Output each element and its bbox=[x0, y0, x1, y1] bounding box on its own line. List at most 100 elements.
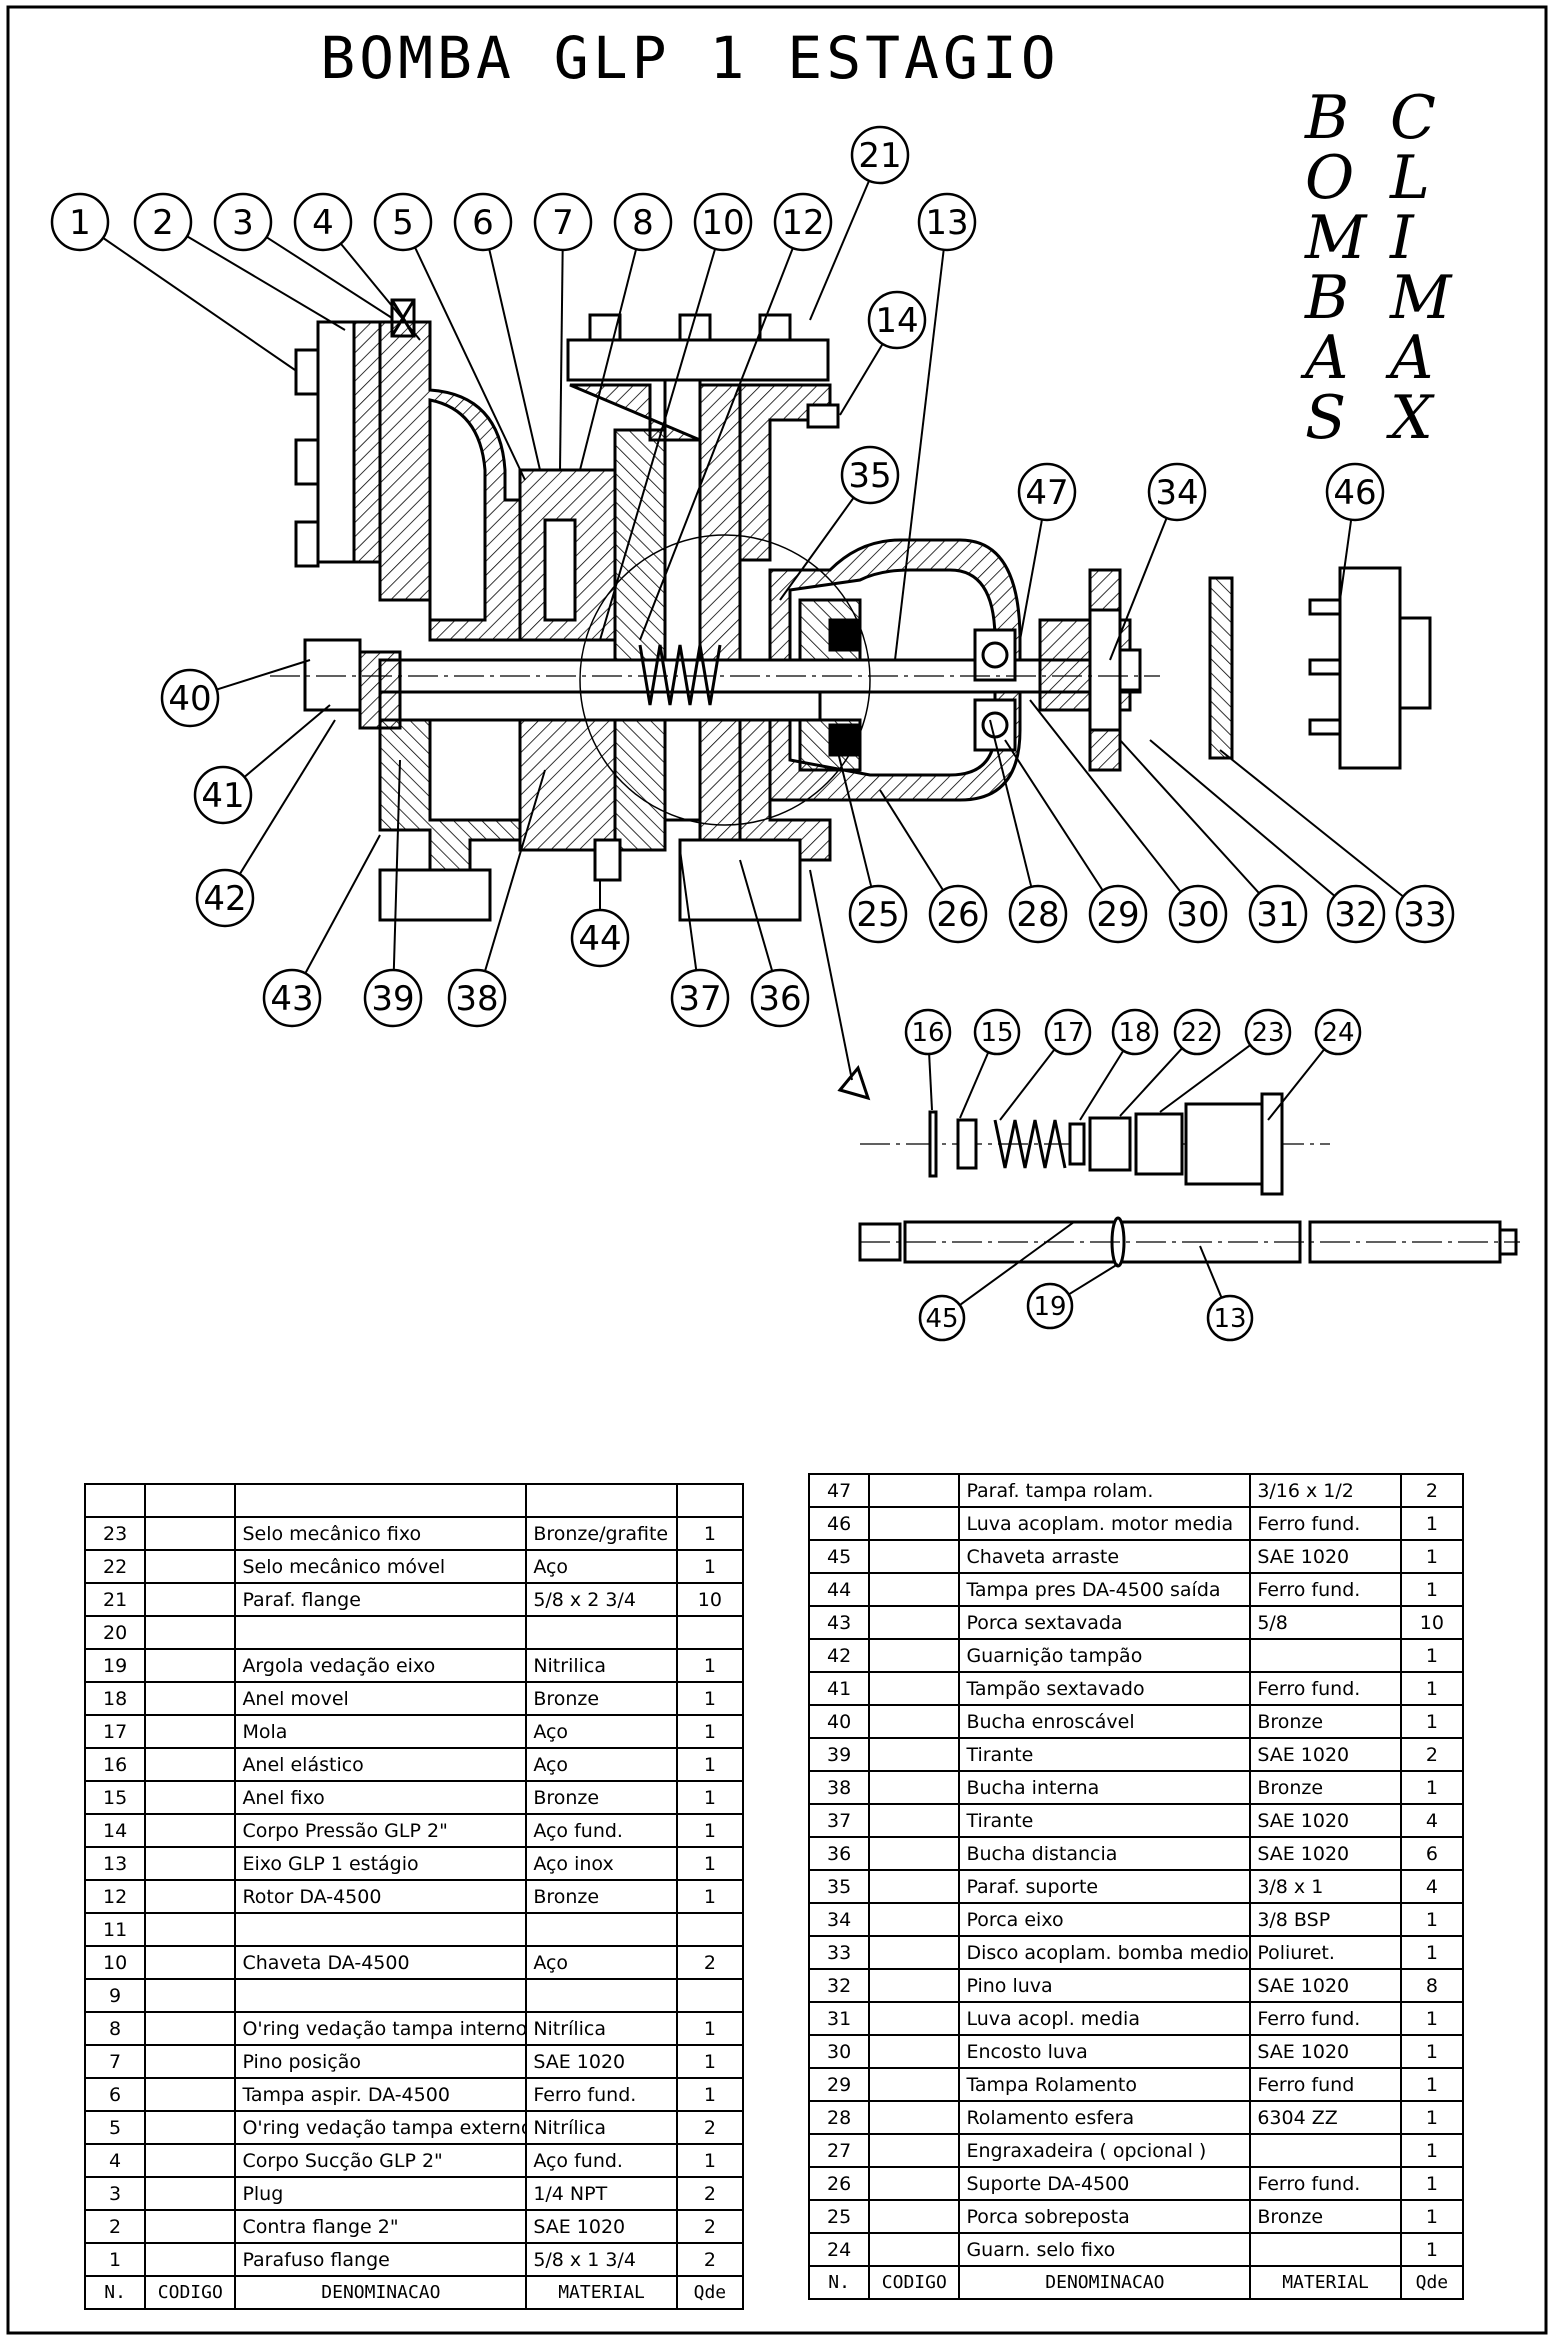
callout-24: 24 bbox=[1314, 1008, 1362, 1056]
item-quantity: 2 bbox=[675, 1945, 745, 1980]
item-material: SAE 1020 bbox=[1249, 1803, 1402, 1838]
callout-number: 13 bbox=[925, 203, 968, 243]
item-material: Ferro fund. bbox=[1249, 2001, 1402, 2036]
item-quantity: 1 bbox=[675, 1879, 745, 1914]
item-quantity: 1 bbox=[1399, 2133, 1465, 2168]
callout-leader bbox=[1068, 1263, 1119, 1296]
callout-leader bbox=[579, 248, 638, 471]
item-denomination: Corpo Pressão GLP 2" bbox=[234, 1813, 528, 1848]
item-material: Bronze bbox=[1249, 1770, 1402, 1805]
callout-number: 46 bbox=[1333, 473, 1376, 513]
item-denomination: Argola vedação eixo bbox=[234, 1648, 528, 1683]
item-code bbox=[144, 1747, 237, 1782]
item-denomination: Anel movel bbox=[234, 1681, 528, 1716]
item-quantity: 1 bbox=[1399, 1902, 1465, 1937]
callout-circle bbox=[1248, 884, 1308, 944]
item-denomination: Luva acopl. media bbox=[958, 2001, 1252, 2036]
callout-number: 32 bbox=[1334, 895, 1377, 935]
callout-21: 21 bbox=[850, 125, 910, 185]
item-denomination: Tirante bbox=[958, 1803, 1252, 1838]
item-number: 11 bbox=[83, 1912, 147, 1947]
item-quantity: 1 bbox=[675, 1648, 745, 1683]
item-number: 14 bbox=[83, 1813, 147, 1848]
item-number: 19 bbox=[83, 1648, 147, 1683]
item-code bbox=[144, 2176, 237, 2211]
item-code bbox=[144, 1846, 237, 1881]
callout-circle bbox=[533, 192, 593, 252]
item-code bbox=[868, 2133, 961, 2168]
item-quantity: 1 bbox=[675, 1747, 745, 1782]
callout-13: 13 bbox=[917, 192, 977, 252]
item-material: Bronze/grafite bbox=[525, 1516, 678, 1551]
brand-letter: L bbox=[1390, 143, 1430, 213]
brand-letter: X bbox=[1390, 383, 1433, 453]
callout-42: 42 bbox=[195, 868, 255, 928]
item-code bbox=[868, 1539, 961, 1574]
item-code bbox=[868, 1638, 961, 1673]
item-code bbox=[144, 1912, 237, 1947]
callout-circle bbox=[373, 192, 433, 252]
seal-exploded-view bbox=[809, 869, 1330, 1196]
item-material: Ferro fund. bbox=[1249, 1572, 1402, 1607]
callout-10: 10 bbox=[693, 192, 753, 252]
item-material: Aço bbox=[525, 1747, 678, 1782]
item-code bbox=[144, 2143, 237, 2178]
header-qde: Qde bbox=[1399, 2265, 1465, 2300]
callout-28: 28 bbox=[1008, 884, 1068, 944]
callout-number: 47 bbox=[1025, 473, 1068, 513]
item-material bbox=[525, 1912, 678, 1947]
item-material: Nitrílica bbox=[525, 2110, 678, 2145]
item-code bbox=[144, 1945, 237, 1980]
item-denomination bbox=[234, 1912, 528, 1947]
item-quantity: 1 bbox=[675, 2143, 745, 2178]
callout-circle bbox=[1395, 884, 1455, 944]
callout-number: 14 bbox=[875, 301, 918, 341]
callout-14: 14 bbox=[867, 290, 927, 350]
item-denomination: Tampa Rolamento bbox=[958, 2067, 1252, 2102]
callout-number: 41 bbox=[201, 776, 244, 816]
callout-circle bbox=[848, 884, 908, 944]
item-denomination: Guarn. selo fixo bbox=[958, 2232, 1252, 2267]
item-material: Aço bbox=[525, 1549, 678, 1584]
item-quantity: 10 bbox=[1399, 1605, 1465, 1640]
item-material: Bronze bbox=[1249, 1704, 1402, 1739]
callout-number: 33 bbox=[1403, 895, 1446, 935]
callout-number: 8 bbox=[632, 203, 654, 243]
callout-leader bbox=[392, 759, 401, 971]
table-row: 9 bbox=[83, 1978, 745, 2013]
callout-number: 29 bbox=[1096, 895, 1139, 935]
callout-circle bbox=[693, 192, 753, 252]
item-quantity: 1 bbox=[675, 1780, 745, 1815]
item-number: 29 bbox=[807, 2067, 871, 2102]
callout-leader bbox=[928, 1053, 933, 1111]
callout-36: 36 bbox=[750, 968, 810, 1028]
callout-leader bbox=[679, 849, 698, 971]
callout-26: 26 bbox=[928, 884, 988, 944]
callout-circle bbox=[1206, 1294, 1254, 1342]
item-material bbox=[525, 1978, 678, 2013]
callout-number: 38 bbox=[455, 979, 498, 1019]
item-material bbox=[1249, 2232, 1402, 2267]
table-row: 11 bbox=[83, 1912, 745, 1947]
item-number: 31 bbox=[807, 2001, 871, 2036]
item-denomination: Corpo Sucção GLP 2" bbox=[234, 2143, 528, 2178]
callout-22: 22 bbox=[1173, 1008, 1221, 1056]
callout-number: 7 bbox=[552, 203, 574, 243]
item-denomination: Paraf. flange bbox=[234, 1582, 528, 1617]
callout-number: 6 bbox=[472, 203, 494, 243]
callout-2: 2 bbox=[133, 192, 193, 252]
item-quantity: 6 bbox=[1399, 1836, 1465, 1871]
